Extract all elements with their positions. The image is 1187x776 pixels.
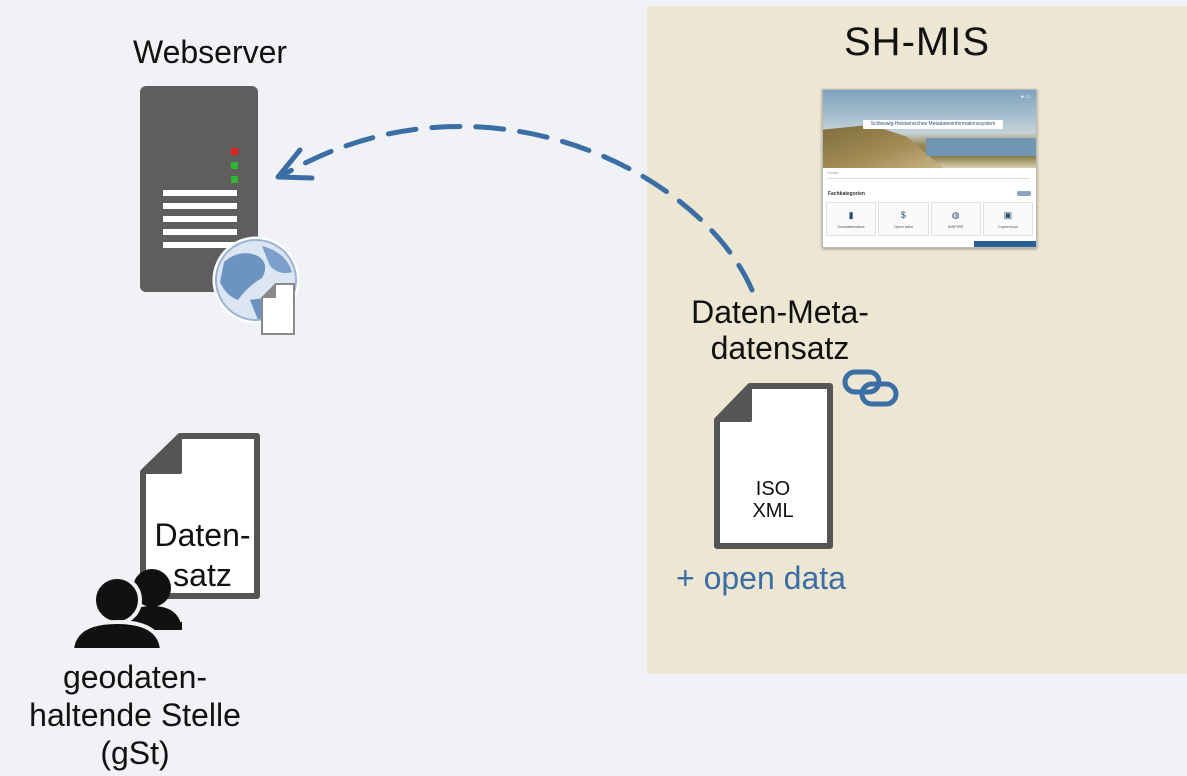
people-icon (69, 569, 182, 652)
image-icon: ▣ (1003, 209, 1013, 220)
link-arrow (280, 124, 755, 293)
iso-text: ISO (755, 478, 791, 500)
web-document-icon (261, 283, 295, 335)
portal-footer (974, 241, 1036, 247)
portal-tile-label: INSPIRE (947, 223, 964, 229)
dataset-text-line1: Daten- (154, 517, 251, 553)
metadata-label-line2: datensatz (710, 330, 850, 366)
portal-menu-icon: ● ▭ (1020, 94, 1030, 100)
open-data-label: + open data (676, 560, 846, 596)
globe-icon: ◍ (951, 209, 960, 220)
webserver-label: Webserver (132, 34, 288, 70)
portal-hero-image (823, 90, 1036, 168)
iso-xml-document-icon (714, 383, 833, 549)
portal-search: Suche ... (827, 170, 1030, 179)
chain-link-icon (842, 369, 899, 407)
dollar-icon: $ (900, 209, 906, 220)
portal-banner: Schleswig-Holsteinisches Metadateninform… (863, 120, 1003, 129)
portal-tile: ▣ Copernicus (982, 202, 1033, 236)
portal-tile-label: Open data (894, 223, 913, 229)
dataset-text: Daten- satz (145, 515, 260, 595)
xml-text: XML (752, 500, 794, 522)
portal-tile: $ Open data (878, 202, 929, 236)
dataset-text-line2: satz (173, 557, 232, 593)
portal-tile-label: Geodatensätze (837, 223, 865, 229)
portal-categories-heading: Fachkategorien (828, 191, 865, 197)
metadata-label: Daten-Meta- datensatz (660, 294, 900, 366)
iso-xml-text: ISO XML (717, 478, 829, 522)
portal-screenshot: ● ▭ Schleswig-Holsteinisches Metadatenin… (822, 89, 1037, 248)
data-holder-line2: haltende Stelle (29, 697, 241, 733)
server-icon (140, 86, 258, 292)
portal-tiles: ▮ Geodatensätze $ Open data ◍ INSPIRE ▣ … (826, 202, 1033, 236)
data-holder-line1: geodaten- (62, 659, 208, 695)
map-icon: ▮ (848, 209, 854, 220)
metadata-label-line1: Daten-Meta- (691, 294, 869, 330)
data-holder-line3: (gSt) (100, 735, 170, 771)
portal-tile: ▮ Geodatensätze (826, 202, 877, 236)
portal-toggle (1017, 191, 1031, 196)
arrow-head-icon (275, 147, 315, 181)
portal-tile: ◍ INSPIRE (930, 202, 981, 236)
data-holder-label: geodaten- haltende Stelle (gSt) (10, 658, 260, 772)
portal-tile-label: Copernicus (997, 223, 1018, 229)
panel-title: SH-MIS (844, 20, 990, 64)
